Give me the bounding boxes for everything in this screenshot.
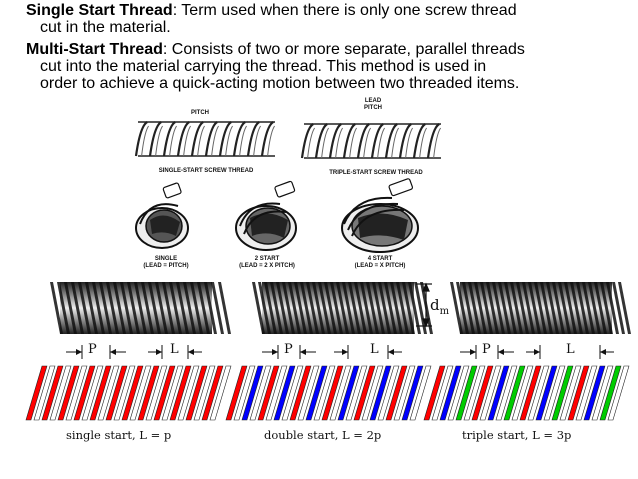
thread-crest-line <box>262 122 273 156</box>
definition-multi-start-line3: order to achieve a quick-acting motion b… <box>26 75 519 92</box>
triple-start-rod <box>460 282 612 334</box>
pitch-label: PITCH <box>188 110 212 116</box>
definition-multi-start: : Consists of two or more separate, para… <box>163 41 525 58</box>
thread-crest-line <box>414 124 425 158</box>
caption-triple-start: triple start, L = 3p <box>462 428 571 442</box>
single-formula: (LEAD = PITCH) <box>128 263 204 269</box>
triple-start-thread-drawing <box>296 108 446 172</box>
dimension-arrowhead <box>156 349 162 355</box>
four-start-helix-drawing <box>330 178 430 260</box>
thread-crest-line <box>302 124 313 158</box>
thread-crest-line <box>234 122 245 156</box>
four-start-formula: (LEAD = X PITCH) <box>332 263 428 269</box>
triple-start-colored-thread <box>460 366 610 420</box>
two-start-name: 2 START <box>226 256 308 262</box>
p-label-triple: P <box>482 342 491 357</box>
caption-single-start: single start, L = p <box>66 428 171 442</box>
thread-crest-line <box>164 122 175 156</box>
triple-start-title: TRIPLE-START SCREW THREAD <box>298 170 454 176</box>
definition-single-start-line2: cut in the material. <box>26 19 171 36</box>
dimension-arrows-single <box>58 344 216 360</box>
double-start-colored-thread <box>262 366 412 420</box>
l-label-triple: L <box>566 342 575 357</box>
thread-crest-line <box>428 124 439 158</box>
paragraph-single-start: Single Start Thread: Term used when ther… <box>26 2 517 36</box>
thread-crest-line <box>316 124 327 158</box>
dimension-arrowhead <box>76 349 82 355</box>
single-name: SINGLE <box>128 256 204 262</box>
p-label-double: P <box>284 342 293 357</box>
lead-label: LEAD <box>360 98 386 104</box>
paragraph-multi-start: Multi-Start Thread: Consists of two or m… <box>26 41 525 92</box>
l-label-double: L <box>370 342 379 357</box>
thread-crest-line <box>372 124 383 158</box>
thread-crest-line <box>206 122 217 156</box>
single-start-thread-drawing <box>130 108 280 172</box>
thread-crest-line <box>386 124 397 158</box>
thread-crest-line <box>344 124 355 158</box>
two-start-helix-drawing <box>228 180 308 260</box>
dimension-arrowhead <box>272 349 278 355</box>
l-label-single: L <box>170 342 179 357</box>
dimension-arrowhead <box>388 349 394 355</box>
thread-crest-line <box>330 124 341 158</box>
single-start-title: SINGLE-START SCREW THREAD <box>128 168 284 174</box>
thread-crest-line <box>178 122 189 156</box>
four-start-name: 4 START <box>332 256 428 262</box>
dimension-arrowhead <box>498 349 504 355</box>
dimension-arrowhead <box>188 349 194 355</box>
definition-single-start: : Term used when there is only one screw… <box>173 2 517 19</box>
dimension-arrowhead <box>300 349 306 355</box>
dm-label: dm <box>430 296 449 317</box>
thread-crest-line <box>192 122 203 156</box>
dimension-arrowhead <box>110 349 116 355</box>
p-label-single: P <box>88 342 97 357</box>
dimension-arrowhead <box>342 349 348 355</box>
two-start-formula: (LEAD = 2 X PITCH) <box>226 263 308 269</box>
single-start-rod <box>60 282 212 334</box>
definition-multi-start-line2: cut into the material carrying the threa… <box>26 58 486 75</box>
double-start-rod <box>262 282 414 334</box>
lead-pitch-label: PITCH <box>360 105 386 111</box>
term-single-start: Single Start Thread <box>26 2 173 19</box>
thread-crest-line <box>220 122 231 156</box>
thread-crest-line <box>400 124 411 158</box>
dimension-arrowhead <box>600 349 606 355</box>
dimension-arrowhead <box>470 349 476 355</box>
thread-crest-line <box>248 122 259 156</box>
thread-crest-line <box>358 124 369 158</box>
single-start-colored-thread <box>62 366 212 420</box>
thread-crest-line <box>136 122 147 156</box>
caption-double-start: double start, L = 2p <box>264 428 381 442</box>
single-helix-drawing <box>130 180 200 260</box>
thread-crest-line <box>150 122 161 156</box>
dimension-arrowhead <box>534 349 540 355</box>
term-multi-start: Multi-Start Thread <box>26 41 163 58</box>
